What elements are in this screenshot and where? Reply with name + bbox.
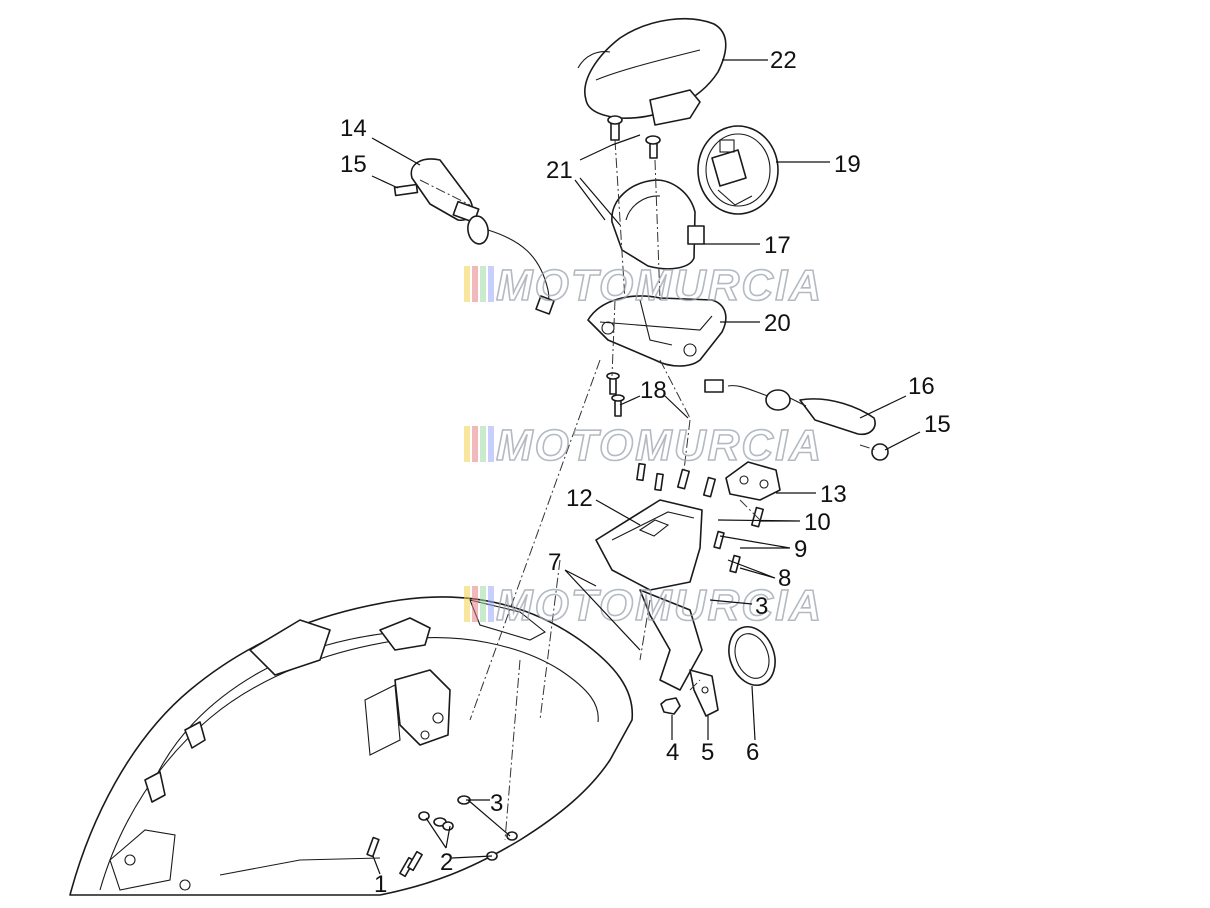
callout-7: 7 — [548, 549, 561, 576]
callout-6: 6 — [746, 739, 759, 766]
callout-labels: 22 21 19 14 15 17 20 16 15 18 13 12 10 9… — [340, 47, 951, 898]
callout-19: 19 — [834, 151, 861, 178]
callout-5: 5 — [701, 739, 714, 766]
fasteners — [366, 115, 889, 878]
watermark-2: MOTOMURCIA — [464, 420, 823, 471]
callout-14: 14 — [340, 115, 367, 142]
tail-light-lens — [577, 17, 727, 126]
rear-light-support — [587, 295, 727, 367]
callout-13: 13 — [820, 481, 847, 508]
reflector — [728, 626, 776, 686]
watermark-text: MOTOMURCIA — [496, 261, 823, 310]
plate-light-cover — [725, 461, 781, 501]
callout-2: 2 — [440, 849, 453, 876]
callout-21: 21 — [546, 157, 573, 184]
callout-20: 20 — [764, 310, 791, 337]
watermark-3: MOTOMURCIA — [464, 580, 823, 631]
reflector-bracket — [689, 669, 719, 717]
callout-1: 1 — [374, 871, 387, 898]
callout-9: 9 — [794, 536, 807, 563]
callout-15-right: 15 — [924, 411, 951, 438]
callout-15-left: 15 — [340, 151, 367, 178]
callout-8: 8 — [778, 565, 791, 592]
license-plate-holder — [595, 499, 703, 691]
callout-16: 16 — [908, 373, 935, 400]
callout-10: 10 — [804, 509, 831, 536]
watermark-text: MOTOMURCIA — [496, 421, 823, 470]
rear-mudguard — [69, 596, 634, 896]
right-turn-indicator — [704, 379, 876, 436]
light-bracket — [611, 179, 705, 270]
tail-light-unit — [697, 125, 779, 215]
callout-17: 17 — [764, 232, 791, 259]
leader-lines — [371, 59, 921, 875]
watermark-text: MOTOMURCIA — [496, 581, 823, 630]
nut — [660, 697, 681, 715]
callout-12: 12 — [566, 485, 593, 512]
left-turn-indicator — [410, 158, 555, 315]
callout-3-lower: 3 — [490, 790, 503, 817]
watermark-1: MOTOMURCIA — [464, 260, 823, 311]
callout-22: 22 — [770, 47, 797, 74]
callout-18: 18 — [640, 377, 667, 404]
callout-3-upper: 3 — [755, 593, 768, 620]
assembly-lines — [419, 139, 877, 841]
callout-4: 4 — [666, 739, 679, 766]
